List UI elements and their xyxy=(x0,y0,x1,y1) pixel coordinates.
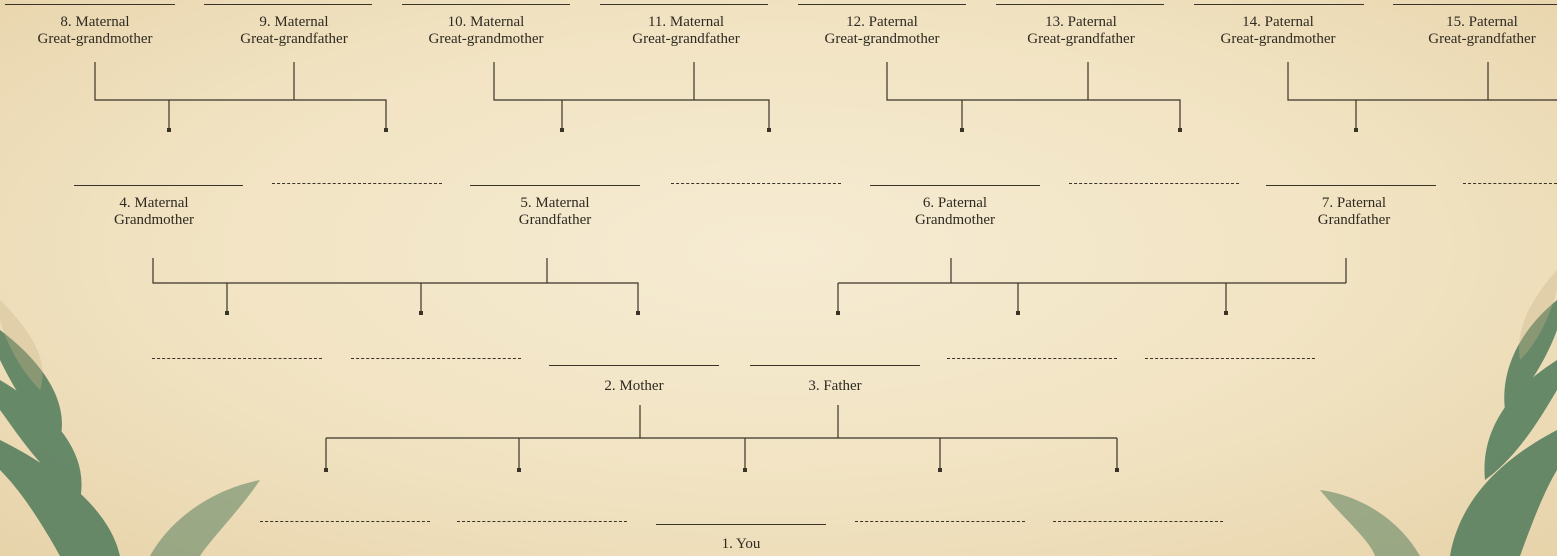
person-label-p2: 2. Mother xyxy=(604,378,664,394)
sibling-line[interactable] xyxy=(272,183,442,184)
name-line-p9[interactable] xyxy=(204,4,372,5)
sibling-line[interactable] xyxy=(1053,521,1223,522)
name-line-p5[interactable] xyxy=(470,185,640,186)
name-line-p8[interactable] xyxy=(5,4,175,5)
sibling-line[interactable] xyxy=(1463,183,1557,184)
name-line-p2[interactable] xyxy=(549,365,719,366)
name-line-p15[interactable] xyxy=(1393,4,1557,5)
name-line-p14[interactable] xyxy=(1194,4,1364,5)
sibling-line[interactable] xyxy=(855,521,1025,522)
name-line-p7[interactable] xyxy=(1266,185,1436,186)
sibling-line[interactable] xyxy=(152,358,322,359)
name-line-p10[interactable] xyxy=(402,4,570,5)
name-line-p4[interactable] xyxy=(74,185,243,186)
name-line-p1[interactable] xyxy=(656,524,826,525)
name-line-p12[interactable] xyxy=(798,4,966,5)
name-line-p11[interactable] xyxy=(600,4,768,5)
sibling-line[interactable] xyxy=(1069,183,1239,184)
sibling-line[interactable] xyxy=(351,358,521,359)
sibling-line[interactable] xyxy=(260,521,430,522)
sibling-line[interactable] xyxy=(1145,358,1315,359)
name-line-p6[interactable] xyxy=(870,185,1040,186)
name-line-p13[interactable] xyxy=(996,4,1164,5)
sibling-line[interactable] xyxy=(947,358,1117,359)
name-line-p3[interactable] xyxy=(750,365,920,366)
person-label-p3: 3. Father xyxy=(808,378,862,394)
sibling-line[interactable] xyxy=(671,183,841,184)
person-label-p1: 1. You xyxy=(721,536,761,552)
sibling-line[interactable] xyxy=(457,521,627,522)
